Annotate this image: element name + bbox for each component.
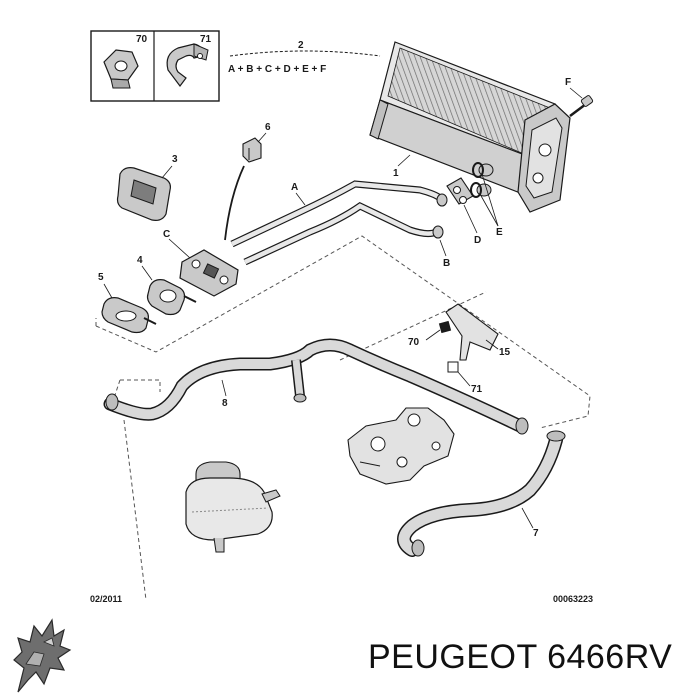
expansion-tank	[185, 461, 281, 553]
gasket-5	[101, 297, 157, 334]
pipe-b	[243, 201, 444, 266]
peugeot-lion-icon	[13, 618, 72, 693]
label-6: 6	[265, 122, 271, 133]
inset-box: 70 71	[90, 30, 220, 102]
brand-part-number: PEUGEOT 6466RV	[368, 638, 673, 676]
nut-70-inset-icon	[103, 49, 139, 89]
label-F: F	[565, 77, 571, 88]
water-outlet-housing	[347, 407, 455, 485]
label-A: A	[291, 182, 298, 193]
label-71: 71	[471, 384, 483, 395]
kit-bracket: 2 A + B + C + D + E + F	[228, 40, 381, 75]
label-B: B	[443, 258, 450, 269]
label-D: D	[474, 235, 481, 246]
label-3: 3	[172, 154, 178, 165]
label-E: E	[496, 227, 503, 238]
label-15: 15	[499, 347, 511, 358]
label-1: 1	[393, 168, 399, 179]
flange-c	[179, 249, 239, 297]
label-2: 2	[298, 40, 304, 51]
heater-core	[369, 41, 571, 213]
label-2-sequence: A + B + C + D + E + F	[228, 64, 326, 75]
gasket-4	[146, 279, 197, 316]
document-number: 00063223	[553, 594, 593, 604]
bracket-15	[438, 303, 499, 373]
label-70: 70	[408, 337, 420, 348]
o-rings-e	[470, 162, 484, 198]
pipe-a	[230, 180, 448, 248]
date-code: 02/2011	[90, 594, 122, 604]
screw-f	[569, 95, 594, 117]
seal-3	[116, 167, 171, 221]
label-4: 4	[137, 255, 143, 266]
gasket-d	[446, 177, 474, 205]
label-7: 7	[533, 528, 539, 539]
clip-71-inset-icon	[166, 43, 209, 87]
label-C: C	[163, 229, 170, 240]
label-5: 5	[98, 272, 104, 283]
label-71-inset: 71	[200, 34, 212, 45]
label-70-inset: 70	[136, 34, 148, 45]
clip-6	[224, 137, 262, 241]
label-8: 8	[222, 398, 228, 409]
hose-7	[397, 430, 566, 557]
hose-8	[103, 338, 529, 435]
